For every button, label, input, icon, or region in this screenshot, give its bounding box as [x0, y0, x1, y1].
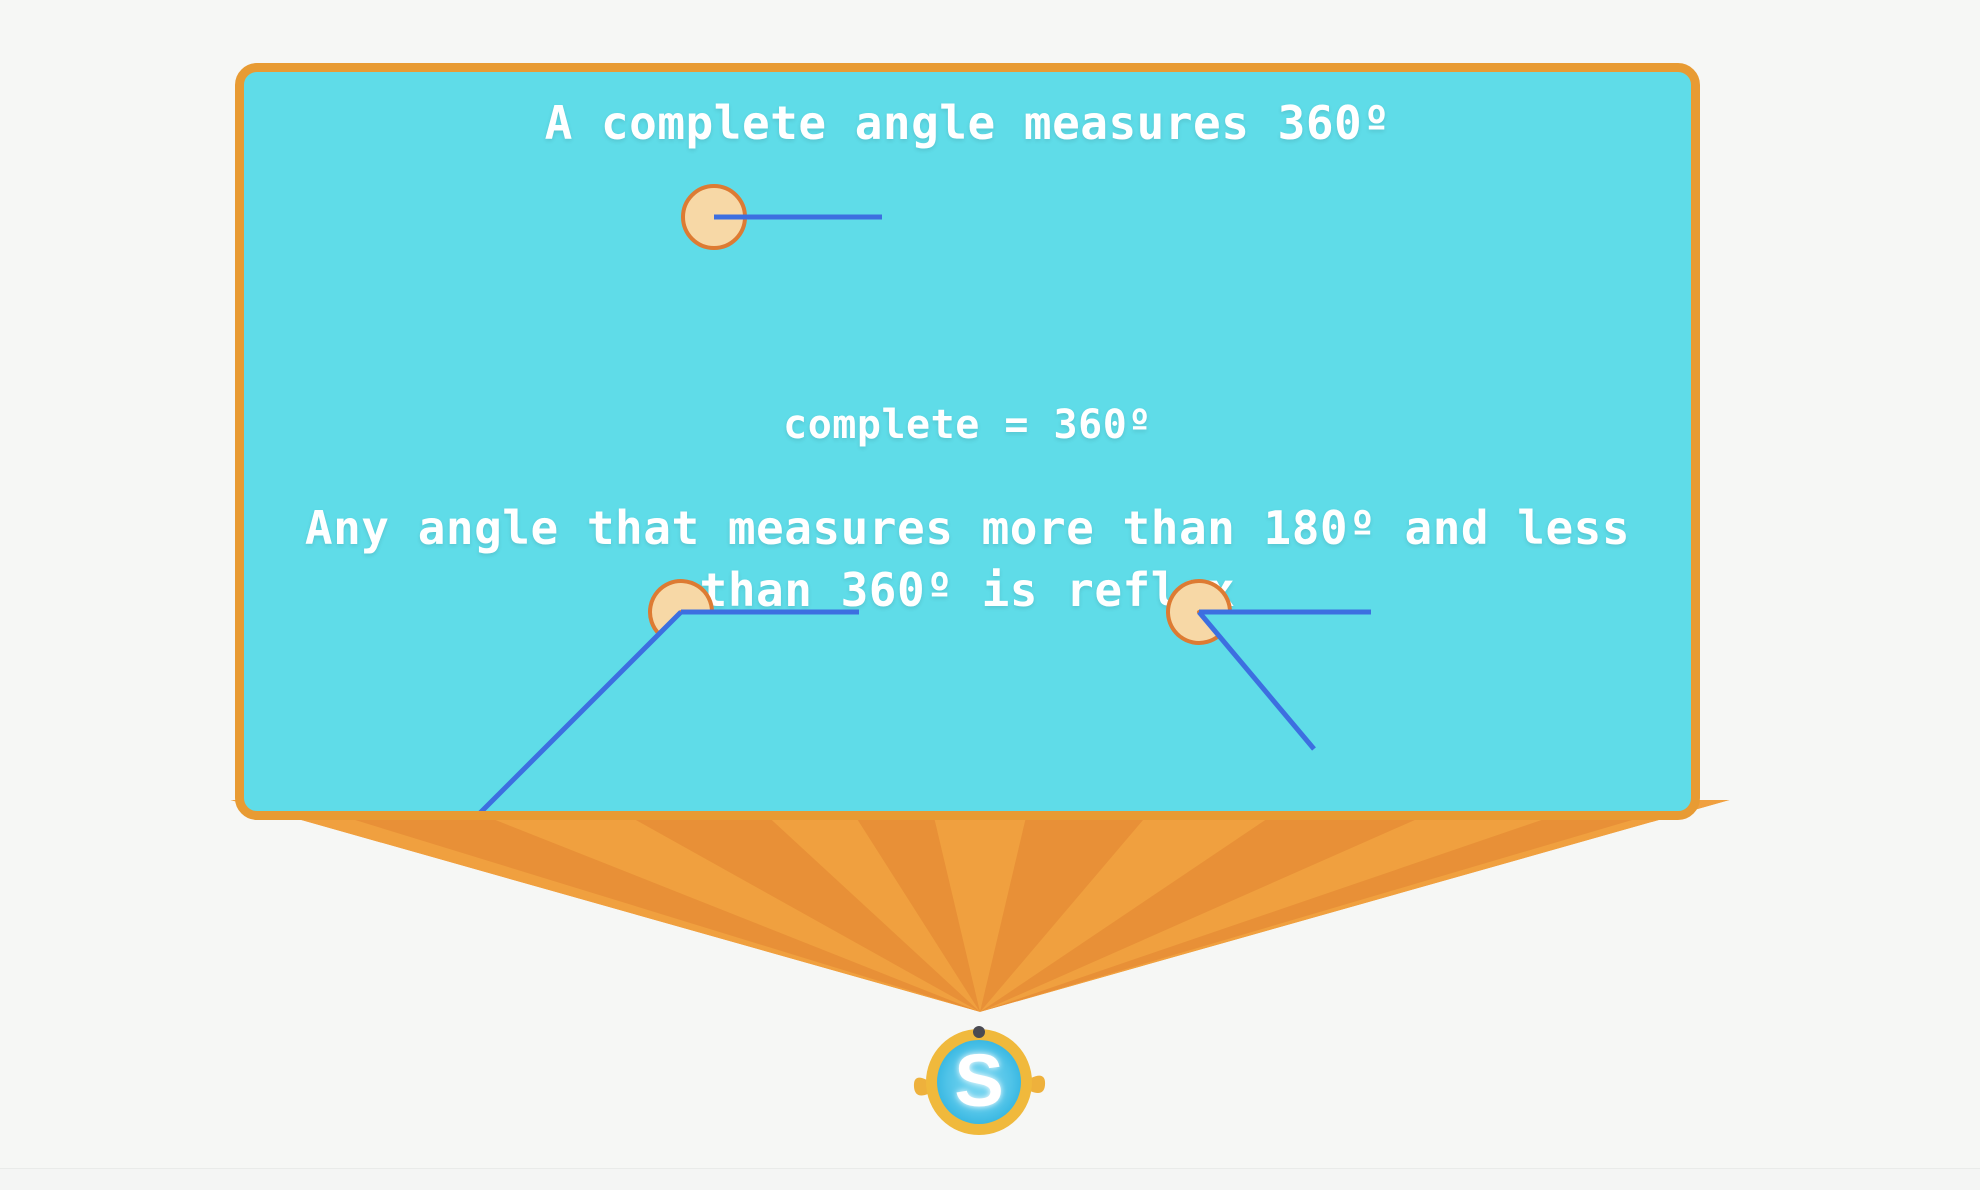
fan-ray [980, 800, 1700, 1012]
page-footer-strip [0, 1169, 1980, 1190]
figure-reflex-angle-left [478, 579, 859, 811]
card-content: A complete angle measures 360º complete … [244, 72, 1691, 811]
mascot-letter: S [954, 1039, 1003, 1122]
reflex-left-wedge [648, 579, 714, 636]
orange-fan-decoration [230, 800, 1730, 1012]
fan-ray [600, 800, 980, 1012]
page-divider [0, 1168, 1980, 1169]
figure-reflex-angle-right [1166, 579, 1371, 751]
mascot-antenna-dot [973, 1026, 985, 1038]
headline-complete-angle: A complete angle measures 360º [544, 96, 1391, 150]
mascot-ear-right [1030, 1075, 1046, 1093]
caption-reflex-range: 180º < Reflex < 360º [244, 814, 1691, 820]
fan-ray [980, 800, 1160, 1012]
splash-mascot-icon[interactable]: S [913, 1026, 1059, 1138]
mascot-ear-left [913, 1077, 928, 1096]
fan-ray [980, 800, 1460, 1012]
caption-complete-equals: complete = 360º [783, 402, 1152, 448]
mascot-face [937, 1040, 1021, 1124]
fan-base [230, 800, 1730, 1012]
figure-complete-angle [681, 184, 882, 250]
reflex-right-ray-diagonal [1197, 610, 1316, 751]
lesson-card: A complete angle measures 360º complete … [235, 63, 1700, 820]
fan-ray [845, 800, 980, 1012]
headline-reflex-definition: Any angle that measures more than 180º a… [304, 501, 1631, 617]
angle-diagrams [478, 184, 1371, 811]
fan-ray [290, 800, 980, 1012]
reflex-left-ray-diagonal [478, 610, 683, 811]
